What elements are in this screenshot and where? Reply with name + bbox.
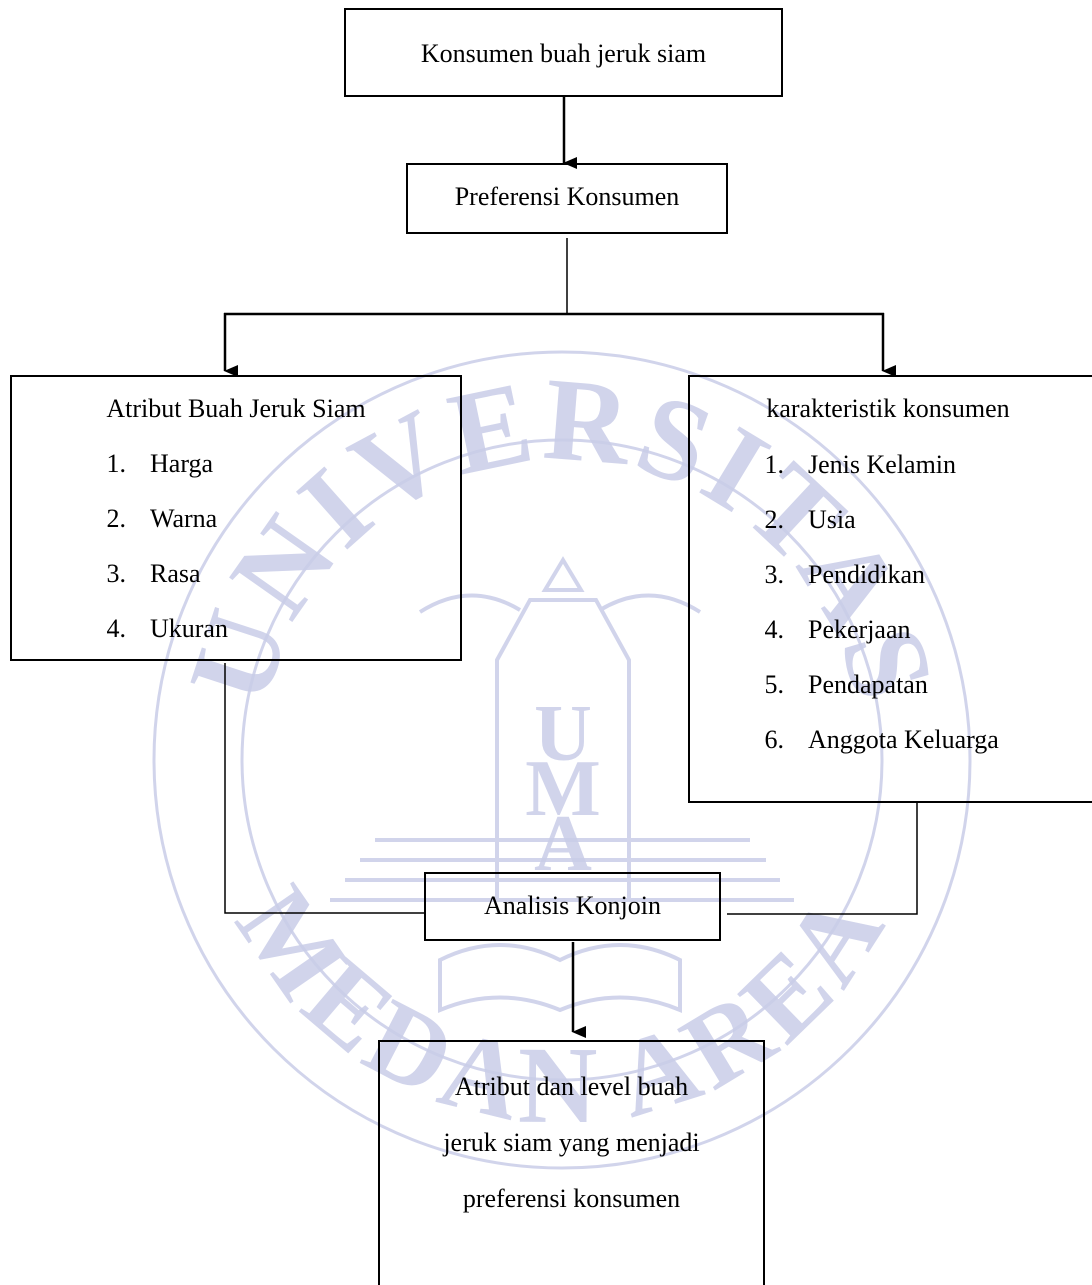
list-item-number: 2.: [764, 505, 785, 534]
list-item-label: Anggota Keluarga: [808, 725, 999, 754]
characteristics-box: karakteristik konsumen 1. Jenis Kelamin 2…: [688, 375, 1092, 803]
preference-box-label: Preferensi Konsumen: [454, 182, 680, 211]
consumer-box-label: Konsumen buah jeruk siam: [420, 39, 707, 68]
characteristic-item: 4. Pekerjaan: [740, 615, 999, 670]
list-item-number: 6.: [764, 725, 785, 754]
list-item-label: Rasa: [150, 559, 201, 588]
analysis-box: Analisis Konjoin: [424, 872, 721, 941]
list-item-number: 3.: [106, 559, 127, 588]
list-item-label: Harga: [150, 449, 214, 478]
characteristics-list: 1. Jenis Kelamin 2. Usia 3. Pendidikan 4. Pe…: [740, 450, 999, 780]
attribute-item: 2. Warna: [82, 504, 228, 559]
result-line: preferensi konsumen: [462, 1184, 681, 1213]
watermark-letter-m: M: [525, 745, 601, 833]
characteristic-item: 3. Pendidikan: [740, 560, 999, 615]
consumer-box: Konsumen buah jeruk siam: [344, 8, 783, 97]
characteristic-item: 1. Jenis Kelamin: [740, 450, 999, 505]
attribute-item: 3. Rasa: [82, 559, 228, 614]
list-item-number: 4.: [764, 615, 785, 644]
attribute-item: 4. Ukuran: [82, 614, 228, 669]
list-item-label: Ukuran: [150, 614, 228, 643]
list-item-label: Usia: [808, 505, 856, 534]
line-characteristics-to-analysis: [727, 803, 918, 915]
list-item-number: 1.: [106, 449, 127, 478]
list-item-number: 4.: [106, 614, 127, 643]
characteristics-box-title: karakteristik konsumen: [766, 394, 1010, 423]
result-line: jeruk siam yang menjadi: [443, 1128, 700, 1157]
characteristic-item: 5. Pendapatan: [740, 670, 999, 725]
list-item-label: Warna: [150, 504, 218, 533]
preference-box: Preferensi Konsumen: [406, 163, 728, 234]
list-item-label: Pekerjaan: [808, 615, 911, 644]
list-item-number: 5.: [764, 670, 785, 699]
characteristic-item: 6. Anggota Keluarga: [740, 725, 999, 780]
characteristic-item: 2. Usia: [740, 505, 999, 560]
result-box: Atribut dan level buah jeruk siam yang m…: [378, 1040, 765, 1285]
watermark-letter-u: U: [534, 690, 592, 778]
result-line: Atribut dan level buah: [454, 1072, 689, 1101]
attributes-box: Atribut Buah Jeruk Siam 1.Harga 2.Warna …: [10, 375, 462, 661]
result-box-text: Atribut dan level buah jeruk siam yang m…: [380, 1072, 763, 1240]
analysis-box-label: Analisis Konjoin: [484, 891, 661, 920]
attributes-list: 1. Harga 2. Warna 3. Rasa 4. Ukuran: [82, 449, 228, 669]
list-item-label: Jenis Kelamin: [808, 450, 957, 479]
list-item-number: 1.: [764, 450, 785, 479]
attribute-item: 1. Harga: [82, 449, 228, 504]
list-item-label: Pendidikan: [808, 560, 925, 589]
list-item-label: Pendapatan: [808, 670, 928, 699]
list-item-number: 3.: [764, 560, 785, 589]
line-attributes-to-analysis: [224, 663, 424, 914]
list-item-number: 2.: [106, 504, 127, 533]
monument-icon: [330, 556, 794, 1013]
attributes-box-title: Atribut Buah Jeruk Siam: [106, 394, 366, 423]
